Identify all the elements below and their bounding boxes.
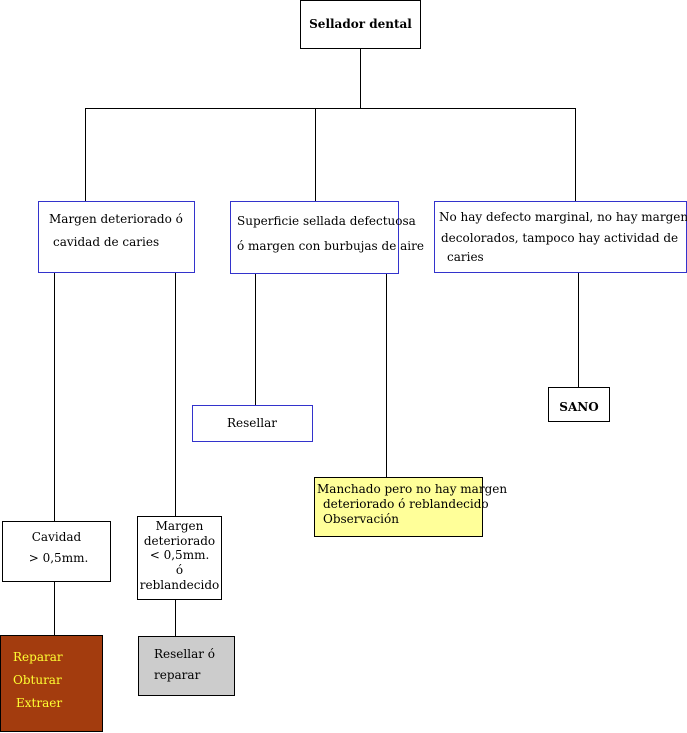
node-text: < 0,5mm. xyxy=(149,548,210,563)
node-text: decolorados, tampoco hay actividad de xyxy=(441,231,679,245)
node-margen-deteriorado-pequeno: Margen deteriorado < 0,5mm. ó reblandeci… xyxy=(137,516,222,600)
node-text: Cavidad xyxy=(31,530,82,544)
node-text: Resellar ó xyxy=(154,647,216,661)
node-text: reblandecido xyxy=(139,577,220,592)
node-no-defecto: No hay defecto marginal, no hay margenes… xyxy=(434,201,687,273)
node-text: cavidad de caries xyxy=(53,235,160,249)
node-text: Manchado pero no hay margen xyxy=(317,482,508,496)
node-text: Resellar xyxy=(227,416,277,430)
node-text: reparar xyxy=(154,668,201,682)
node-resellar-o-reparar: Resellar ó reparar xyxy=(138,636,235,696)
node-text: deteriorado ó reblandecido xyxy=(323,497,489,511)
node-text: Margen deteriorado ó xyxy=(49,212,183,226)
node-reparar-obturar-extraer: Reparar Obturar Extraer xyxy=(0,635,103,732)
node-sellador-dental: Sellador dental xyxy=(300,0,421,49)
node-text: Superficie sellada defectuosa xyxy=(237,214,416,228)
node-superficie-defectuosa: Superficie sellada defectuosa ó margen c… xyxy=(230,201,424,274)
node-manchado-observacion: Manchado pero no hay margen deteriorado … xyxy=(314,477,508,537)
node-text: caries xyxy=(447,250,484,264)
node-margen-deteriorado: Margen deteriorado ó cavidad de caries xyxy=(38,201,195,273)
node-sano: SANO xyxy=(548,387,610,422)
node-text: Sellador dental xyxy=(309,17,412,31)
node-text: deteriorado xyxy=(143,533,216,548)
node-text: SANO xyxy=(559,400,599,414)
node-cavidad: Cavidad > 0,5mm. xyxy=(2,521,111,582)
node-text: ó xyxy=(175,562,184,577)
node-text: Extraer xyxy=(16,696,63,710)
node-text: Reparar xyxy=(13,650,63,664)
node-text: > 0,5mm. xyxy=(28,551,89,565)
node-text: Observación xyxy=(323,512,399,526)
node-resellar: Resellar xyxy=(192,405,313,442)
node-text: No hay defecto marginal, no hay margenes xyxy=(439,210,687,224)
node-text: Margen xyxy=(155,519,204,533)
node-text: Obturar xyxy=(13,673,62,687)
node-text: ó margen con burbujas de aire xyxy=(237,239,424,253)
